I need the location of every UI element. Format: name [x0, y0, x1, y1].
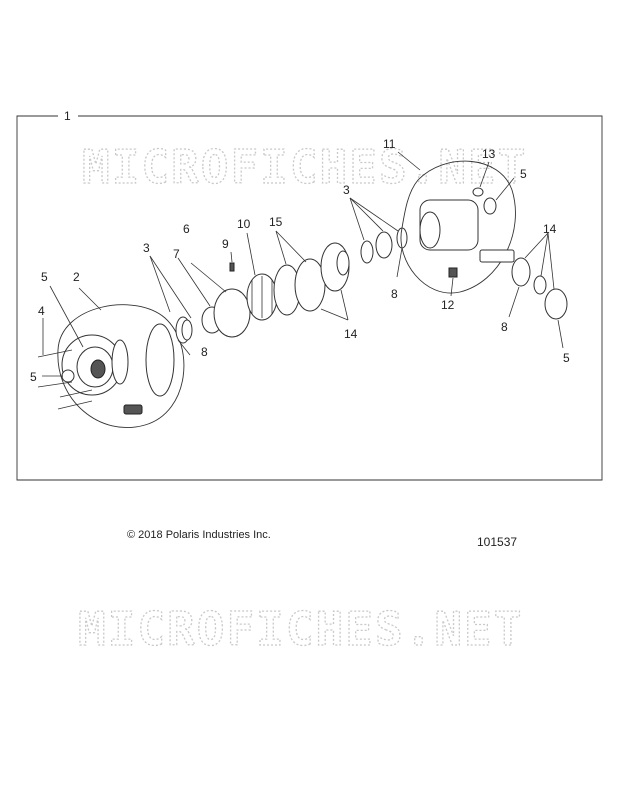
plate-6: [213, 288, 251, 338]
pin-9: [229, 262, 235, 272]
rear-housing-group: [400, 160, 516, 294]
output-shaft: [479, 249, 515, 263]
oring-large-left: [145, 323, 175, 397]
gear-14-hub: [336, 250, 350, 276]
figure-number: 101537: [477, 535, 518, 549]
leader-lines: [42, 151, 564, 377]
front-housing-bore: [90, 359, 106, 379]
callout-1: 1: [64, 109, 71, 123]
callout-5: 5: [563, 351, 570, 365]
bearing-8-right: [511, 257, 531, 287]
callout-8: 8: [391, 287, 398, 301]
callout-5: 5: [30, 370, 37, 384]
watermark-bottom: MICROFICHES.NET: [78, 602, 523, 656]
seal-left: [61, 369, 75, 383]
bolt-1: [37, 349, 73, 358]
callout-9: 9: [222, 237, 229, 251]
bolt-3: [57, 400, 93, 410]
bolt-4: [59, 389, 93, 398]
seal-5-right-top: [483, 197, 497, 215]
callout-7: 7: [173, 247, 180, 261]
callout-4: 4: [38, 304, 45, 318]
bearing-3-mid-b: [375, 231, 393, 259]
output-shaft-group: [479, 249, 568, 320]
callout-13: 13: [482, 147, 496, 161]
ring-14-right: [533, 275, 547, 295]
seal-5-right-bottom: [544, 288, 568, 320]
copyright-text: © 2018 Polaris Industries Inc.: [127, 529, 271, 541]
seal-13: [472, 187, 484, 197]
rear-housing-bore: [419, 211, 441, 249]
bearing-8-mid: [396, 227, 408, 249]
front-housing-group: [37, 304, 185, 428]
callout-2: 2: [73, 270, 80, 284]
callout-5: 5: [520, 167, 527, 181]
bracket-clip: [123, 404, 143, 415]
callout-8: 8: [201, 345, 208, 359]
callout-5: 5: [41, 270, 48, 284]
callout-11: 11: [383, 137, 396, 151]
callout-8: 8: [501, 320, 508, 334]
watermark-top: MICROFICHES.NET: [82, 140, 527, 194]
callout-6: 6: [183, 222, 190, 236]
callout-14: 14: [543, 222, 557, 236]
clutch-gear-group: [175, 227, 408, 344]
callout-3: 3: [143, 241, 150, 255]
assembly-frame: [16, 115, 603, 481]
oring-small-left: [111, 339, 129, 385]
bearing-3-mid-a: [360, 240, 374, 264]
ring-15-b: [294, 258, 326, 312]
callout-numbers: 2 5 4 5 3 7 6 9 10 15 8 3 14 8 11 13 5 1…: [30, 137, 570, 384]
housing-outline-right: [400, 160, 516, 294]
callout-10: 10: [237, 217, 251, 231]
callout-14: 14: [344, 327, 358, 341]
callout-12: 12: [441, 298, 455, 312]
bearing-8-left: [181, 319, 193, 341]
callout-3: 3: [343, 183, 350, 197]
plug-12: [448, 267, 458, 278]
bolt-2: [37, 381, 73, 388]
callout-15: 15: [269, 215, 283, 229]
housing-outline-left: [57, 304, 185, 428]
